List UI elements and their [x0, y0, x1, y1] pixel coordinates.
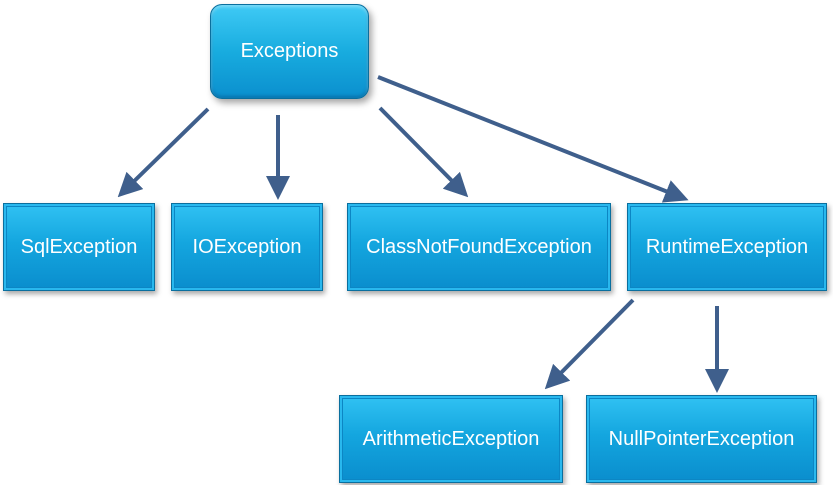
arrow-exceptions-to-runtimeexception: [377, 75, 689, 203]
sqlexception-node: SqlException: [3, 203, 155, 291]
ioexception-node: IOException: [171, 203, 323, 291]
runtimeexception-node: RuntimeException: [627, 203, 827, 291]
classnotfoundexception-node: ClassNotFoundException: [347, 203, 611, 291]
arrow-runtimeexception-to-arithmeticexception: [544, 298, 635, 390]
arrow-exceptions-to-sqlexception: [117, 107, 210, 198]
arrow-exceptions-to-classnotfoundexception: [378, 106, 469, 198]
arithmeticexception-node: ArithmeticException: [339, 395, 563, 483]
exceptions-node: Exceptions: [210, 4, 369, 99]
nullpointerexception-node: NullPointerException: [586, 395, 817, 483]
